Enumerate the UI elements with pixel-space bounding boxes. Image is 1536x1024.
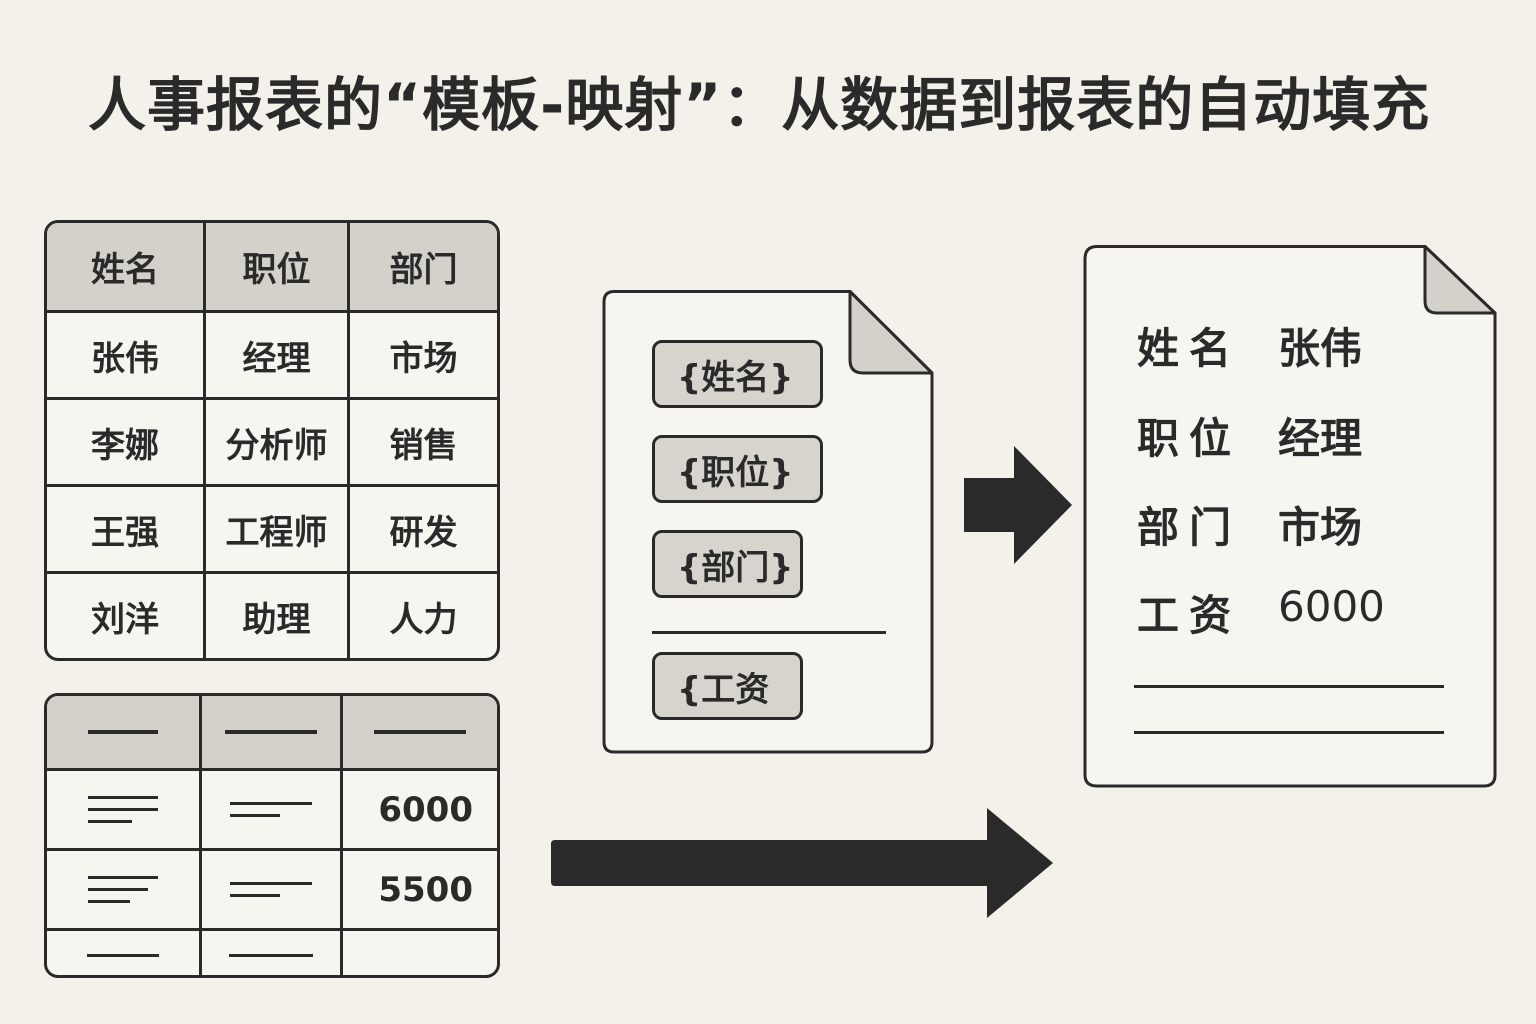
field-key: 工资	[1137, 591, 1242, 640]
cell-position: 工程师	[203, 487, 347, 571]
cell-position: 分析师	[203, 400, 347, 484]
text-lines-icon	[47, 931, 199, 975]
divider	[1134, 731, 1444, 734]
divider	[1134, 685, 1444, 688]
arrow-right-icon	[551, 808, 1053, 918]
cell-department: 销售	[347, 400, 497, 484]
cell-position: 助理	[203, 574, 347, 658]
output-field: 姓名 张伟	[1137, 315, 1362, 376]
header-position: 职位	[203, 223, 347, 310]
output-document: 姓名 张伟 职位 经理 部门 市场 工资 6000	[1083, 245, 1497, 788]
arrow-right-icon	[964, 446, 1072, 564]
table-header-row: 姓名 职位 部门	[47, 223, 497, 310]
field-key: 姓名	[1137, 324, 1242, 373]
dash-icon	[225, 730, 317, 734]
field-value: 6000	[1278, 582, 1385, 631]
cell-department: 市场	[347, 313, 497, 397]
output-field: 工资 6000	[1137, 582, 1385, 643]
salary-value: 6000	[340, 771, 497, 848]
cell-position: 经理	[203, 313, 347, 397]
divider	[652, 631, 886, 634]
dash-icon	[88, 730, 158, 734]
placeholder-salary: {工资	[652, 652, 803, 720]
cell-department: 人力	[347, 574, 497, 658]
document-icon	[1083, 245, 1497, 788]
header-placeholder	[47, 696, 199, 768]
field-value: 经理	[1278, 414, 1363, 463]
header-placeholder	[340, 696, 497, 768]
salary-table: 6000 5500	[44, 693, 500, 978]
template-document: {姓名} {职位} {部门} {工资	[602, 290, 934, 754]
table-row: 李娜 分析师 销售	[47, 397, 497, 484]
output-field: 部门 市场	[1137, 494, 1362, 555]
table-row: 5500	[47, 848, 497, 928]
salary-value: 5500	[340, 851, 497, 928]
field-value: 张伟	[1278, 324, 1363, 373]
header-department: 部门	[347, 223, 497, 310]
placeholder-position: {职位}	[652, 435, 823, 503]
table-header-row	[47, 696, 497, 768]
cell-name: 李娜	[91, 425, 159, 466]
text-lines-icon	[199, 851, 340, 928]
table-row: 刘洋 助理 人力	[47, 571, 497, 658]
cell-name: 刘洋	[91, 599, 159, 640]
placeholder-department: {部门}	[652, 530, 803, 598]
table-row: 王强 工程师 研发	[47, 484, 497, 571]
dash-icon	[374, 730, 466, 734]
text-lines-icon	[47, 851, 199, 928]
cell-department: 研发	[347, 487, 497, 571]
field-key: 职位	[1137, 414, 1242, 463]
employee-table: 姓名 职位 部门 张伟 经理 市场 李娜 分析师 销售 王强 工程师 研发 刘洋…	[44, 220, 500, 661]
header-placeholder	[199, 696, 340, 768]
output-field: 职位 经理	[1137, 405, 1362, 466]
table-row	[47, 928, 497, 975]
header-name: 姓名	[91, 250, 159, 290]
field-value: 市场	[1278, 503, 1363, 552]
table-row: 6000	[47, 768, 497, 848]
cell-name: 张伟	[91, 338, 159, 379]
table-row: 张伟 经理 市场	[47, 310, 497, 397]
field-key: 部门	[1137, 503, 1242, 552]
page-title: 人事报表的“模板-映射”：从数据到报表的自动填充	[88, 71, 1431, 139]
placeholder-name: {姓名}	[652, 340, 823, 408]
text-lines-icon	[199, 931, 340, 975]
empty-cell	[340, 931, 497, 975]
cell-name: 王强	[91, 512, 159, 553]
text-lines-icon	[47, 771, 199, 848]
text-lines-icon	[199, 771, 340, 848]
